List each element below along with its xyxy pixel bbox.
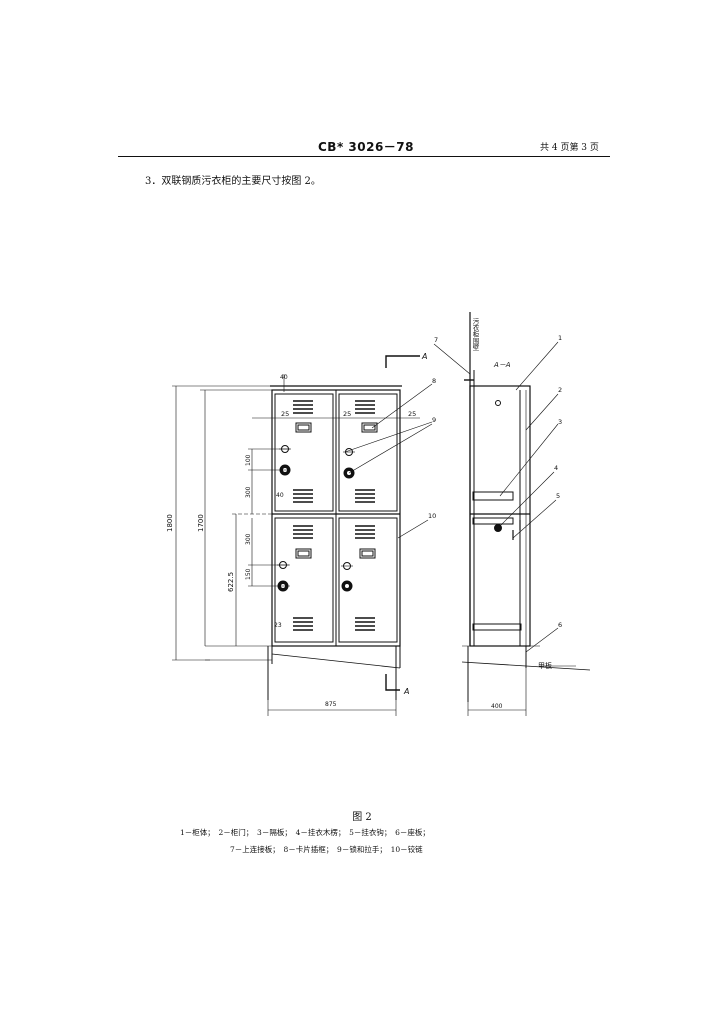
part-number-7: 7: [434, 336, 438, 344]
deck-label: 甲板: [538, 661, 552, 670]
figure-caption: 图 2: [352, 812, 372, 823]
side-section-view: [433, 312, 591, 716]
dim-lower-622: 622.5: [227, 572, 235, 592]
dim-hole-150: 150: [245, 568, 252, 580]
dim-card-25-b: 25: [343, 410, 351, 418]
card-frames: [295, 422, 378, 559]
intro-paragraph: 3．双联钢质污衣柜的主要尺寸按图 2。: [145, 176, 321, 187]
dim-card-25-c: 25: [408, 410, 416, 418]
figure-legend-line-2: 7－上连接板； 8－卡片插框； 9－锁和拉手； 10－铰链: [230, 845, 423, 854]
header-rule: [118, 156, 610, 157]
dim-card-25-a: 25: [281, 410, 289, 418]
part-number-1: 1: [558, 334, 562, 342]
part-number-5: 5: [556, 492, 560, 500]
part-number-4: 4: [554, 464, 558, 472]
page-indicator: 共 4 页第 3 页: [540, 143, 599, 153]
section-markers: [385, 355, 420, 691]
part-number-9: 9: [432, 416, 436, 424]
dim-top-offset: 40: [280, 374, 288, 381]
dim-mid-40: 40: [276, 492, 284, 499]
section-title: A－A: [493, 361, 511, 369]
dim-hole-100: 100: [245, 454, 252, 466]
door-upper-right: [338, 393, 398, 512]
dim-door-300-b: 300: [245, 533, 252, 545]
part-number-3: 3: [558, 418, 562, 426]
bulkhead-label: 污衣柜围壁: [471, 318, 479, 351]
vent-slots: [293, 400, 375, 631]
dim-door-300-a: 300: [245, 486, 252, 498]
part-number-2: 2: [558, 386, 562, 394]
side-body: [469, 385, 531, 647]
dim-height-total: 1800: [166, 514, 174, 532]
part-number-6: 6: [558, 621, 562, 629]
dim-height-body: 1700: [197, 514, 205, 532]
front-view: [172, 355, 433, 716]
dimension-lines: [172, 374, 420, 716]
door-lower-right: [338, 517, 398, 643]
part-number-8: 8: [432, 377, 436, 385]
dim-base-23: 23: [274, 622, 282, 629]
legs-and-deck: [205, 645, 401, 700]
standard-number: CB* 3026－78: [318, 140, 415, 154]
section-marker-top: A: [421, 352, 427, 361]
figure-legend-line-1: 1－柜体； 2－柜门； 3－隔板； 4－挂衣木楞； 5－挂衣钩； 6－座板；: [180, 828, 430, 837]
section-marker-bottom: A: [403, 687, 409, 696]
dim-width: 875: [325, 701, 337, 708]
side-leader-lines: [433, 341, 576, 667]
dim-depth: 400: [491, 703, 503, 710]
door-lower-left: [274, 517, 334, 643]
part-number-10: 10: [428, 512, 436, 520]
door-upper-left: [274, 393, 334, 512]
leader-lines: [344, 383, 433, 539]
